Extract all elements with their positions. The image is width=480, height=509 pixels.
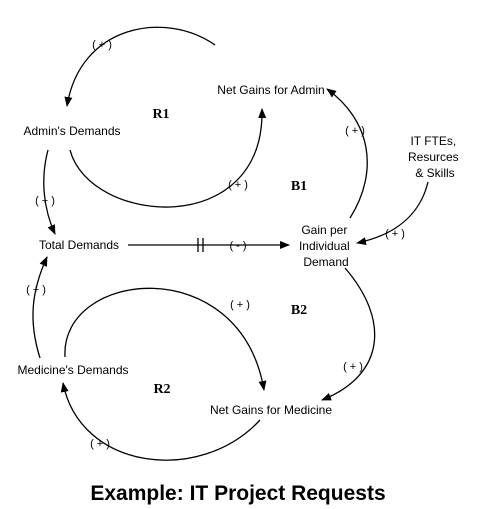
- polarity-it-gain: ( + ): [385, 228, 405, 240]
- polarity-gain-medicine: ( + ): [343, 361, 363, 373]
- gain-line-2: Individual: [299, 239, 350, 253]
- polarity-r1-inner: ( + ): [228, 179, 248, 191]
- link-gain-per-demand-to-net-gains-medicine: [321, 267, 376, 401]
- loop-label-r1: R1: [152, 107, 169, 122]
- polarity-bottom: ( + ): [90, 438, 110, 450]
- delay-mark: [197, 238, 204, 252]
- node-admins-demands: Admin's Demands: [24, 124, 121, 138]
- polarity-r2-inner: ( + ): [230, 299, 250, 311]
- polarity-top-left: ( + ): [92, 39, 112, 51]
- link-it-resources-to-gain-per-demand: [356, 181, 429, 246]
- link-gain-per-demand-to-net-gains-admin: [326, 88, 368, 219]
- loop-label-b2: B2: [291, 303, 307, 318]
- it-line-2: Resurces: [408, 150, 459, 164]
- node-gain-per-individual-demand: Gain per Individual Demand: [299, 223, 353, 269]
- gain-line-1: Gain per: [301, 223, 347, 237]
- polarity-admin-total: ( + ): [35, 195, 55, 207]
- polarity-negative: ( - ): [229, 240, 246, 252]
- polarity-medicine-total: ( + ): [26, 284, 46, 296]
- loop-label-r2: R2: [153, 382, 170, 397]
- loop-label-b1: B1: [291, 179, 307, 194]
- link-medicines-demands-to-net-gains-medicine: [64, 287, 267, 391]
- node-medicines-demands: Medicine's Demands: [17, 363, 128, 377]
- link-medicines-demands-to-total-demands: [32, 256, 48, 359]
- diagram-title: Example: IT Project Requests: [90, 482, 385, 505]
- link-admins-demands-to-net-gains-admin: [69, 108, 267, 208]
- link-admins-demands-to-total-demands: [43, 149, 56, 235]
- polarity-admin-gain: ( + ): [345, 125, 365, 137]
- it-line-1: IT FTEs,: [410, 134, 456, 148]
- it-line-3: & Skills: [415, 166, 454, 180]
- gain-line-3: Demand: [303, 255, 348, 269]
- node-it-ftes-resources-skills: IT FTEs, Resurces & Skills: [408, 134, 462, 180]
- link-net-gains-medicine-to-medicines-demands: [60, 382, 261, 461]
- node-total-demands: Total Demands: [39, 238, 119, 252]
- link-net-gains-admin-to-admins-demands: [64, 26, 216, 107]
- node-net-gains-medicine: Net Gains for Medicine: [210, 403, 332, 417]
- node-net-gains-admin: Net Gains for Admin: [217, 83, 324, 97]
